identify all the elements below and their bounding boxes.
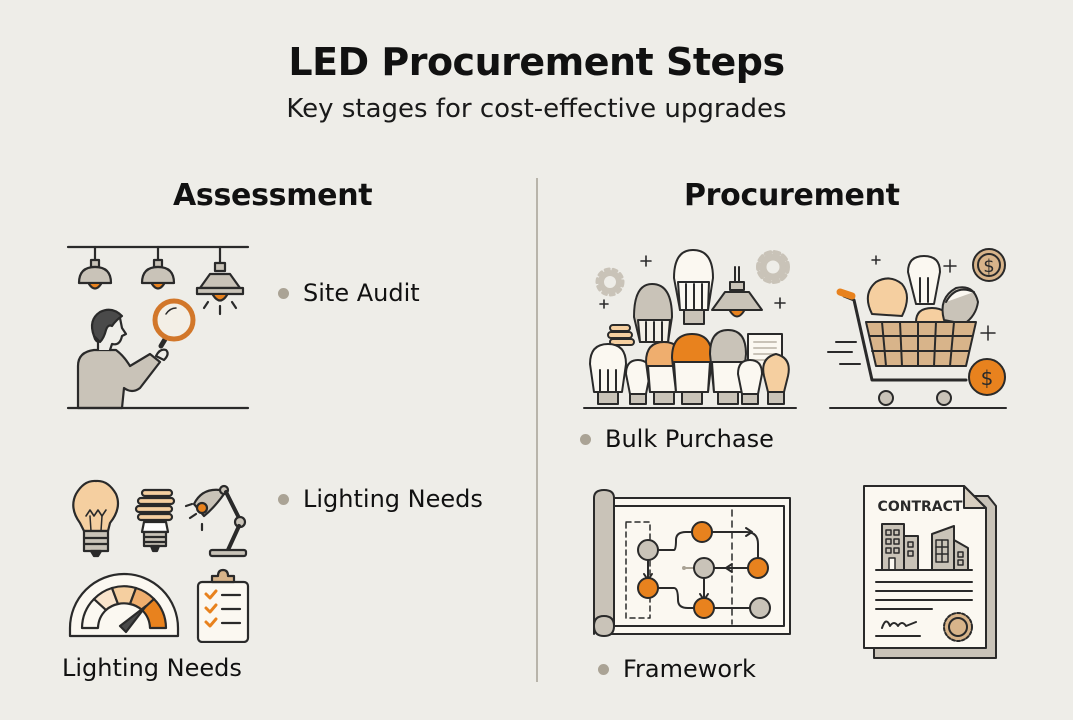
bulk-purchase-illustration: [583, 249, 797, 409]
lighting-needs-illustration: [68, 479, 250, 643]
site-audit-illustration: [66, 245, 250, 410]
caption-lighting-needs: Lighting Needs: [62, 654, 242, 682]
bullet-icon: [278, 493, 289, 505]
contract-document-illustration: CONTRACT: [863, 485, 997, 659]
framework-illustration: [593, 489, 791, 637]
bullet-icon: [278, 287, 289, 299]
bullet-icon: [580, 433, 591, 445]
item-label: Framework: [623, 655, 756, 683]
page-subtitle: Key stages for cost-effective upgrades: [286, 94, 787, 124]
svg-text:$: $: [981, 366, 994, 390]
section-heading-procurement: Procurement: [684, 178, 900, 213]
svg-text:CONTRACT: CONTRACT: [878, 499, 963, 515]
item-framework: Framework: [598, 655, 756, 683]
item-label: Lighting Needs: [303, 485, 483, 513]
section-heading-assessment: Assessment: [173, 178, 373, 213]
item-site-audit: Site Audit: [278, 279, 420, 307]
item-label: Site Audit: [303, 279, 420, 307]
item-bulk-purchase: Bulk Purchase: [580, 425, 774, 453]
item-lighting-needs: Lighting Needs: [278, 485, 483, 513]
svg-text:$: $: [983, 256, 994, 277]
page-title: LED Procurement Steps: [288, 40, 785, 84]
shopping-cart-illustration: $ $: [827, 248, 1007, 409]
item-label: Bulk Purchase: [605, 425, 774, 453]
bullet-icon: [598, 663, 609, 675]
column-divider: [536, 178, 538, 682]
